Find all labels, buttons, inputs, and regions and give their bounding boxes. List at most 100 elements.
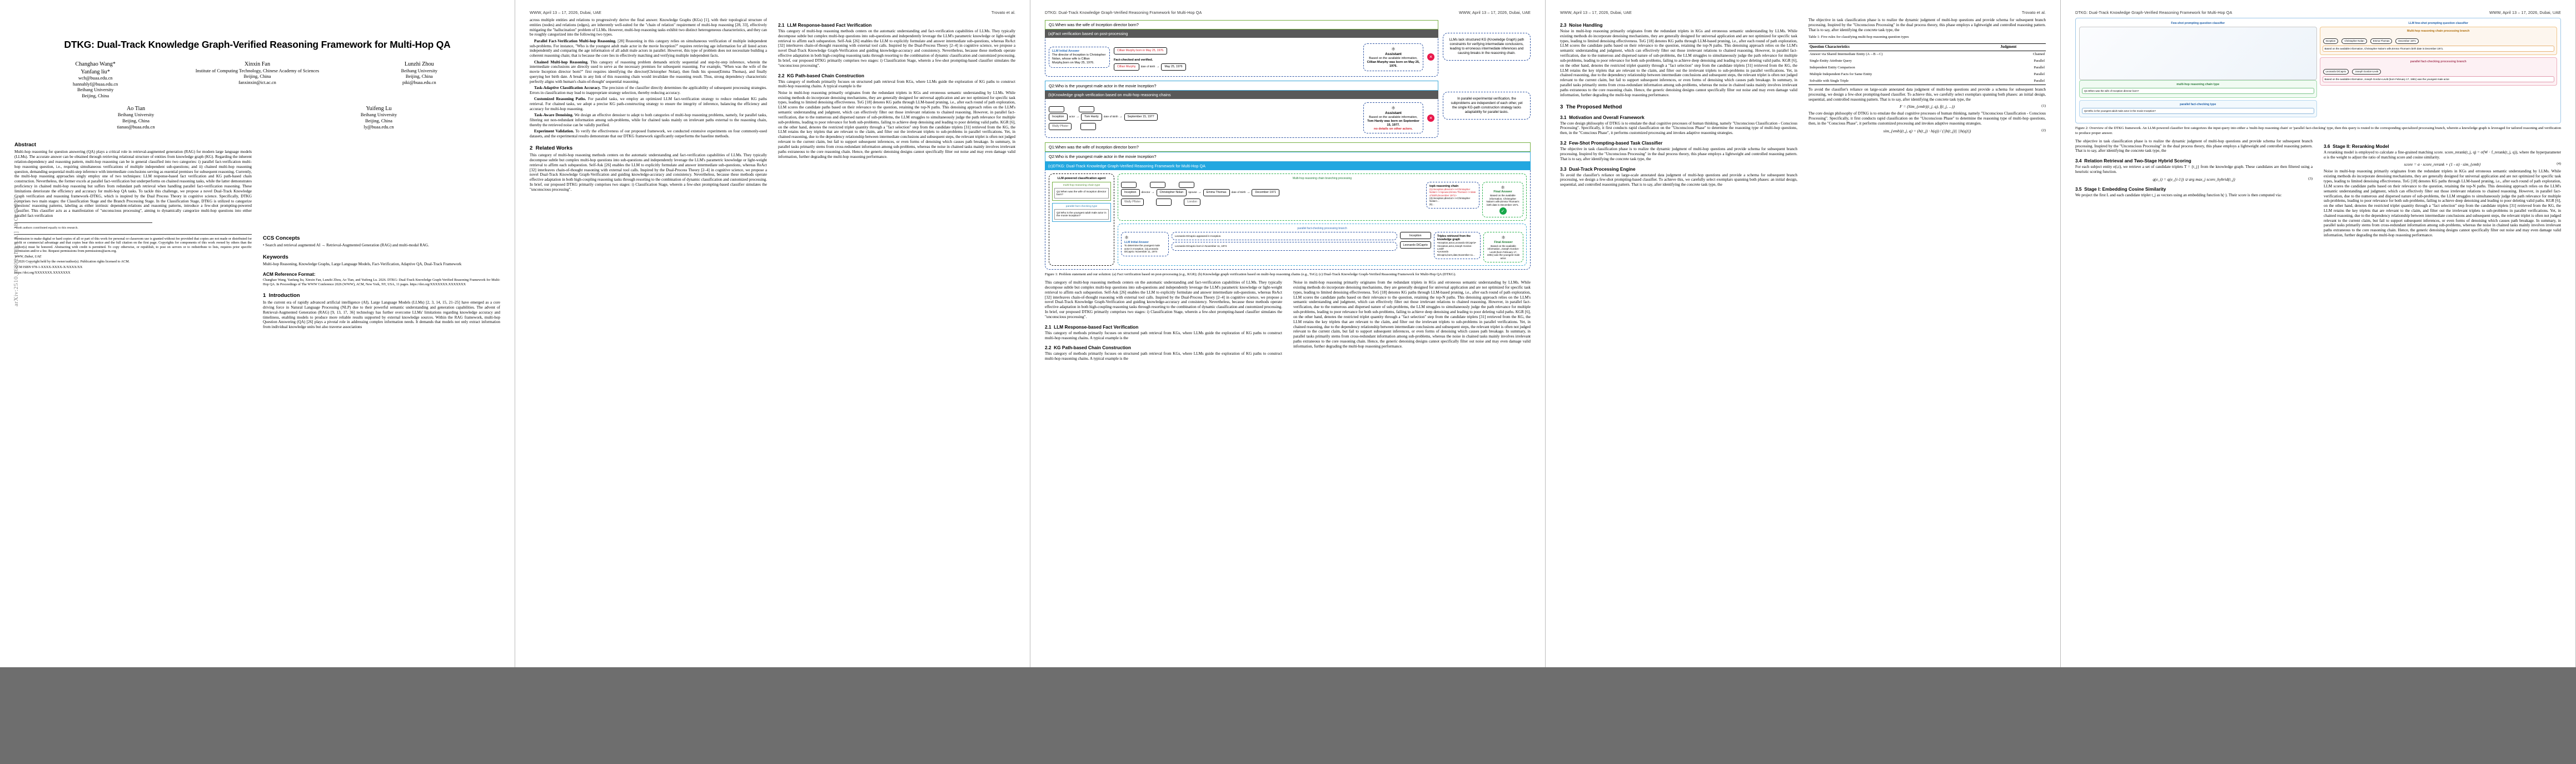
fig1c-final-answer-parallel: ⚛ Final Answer Based on the available in… — [1483, 232, 1523, 262]
footnote-divider — [14, 222, 152, 223]
figure-1-panel-b-title: (b)Knowledge graph verification based on… — [1045, 90, 1438, 99]
figure-2-parallel-nodes: Leonardo DiCaprio Joseph Gordon-Levitt — [2323, 65, 2555, 75]
fig1b-empty-node-2 — [1079, 106, 1094, 112]
p4-noise-title: Noise Handling — [1569, 22, 1603, 28]
table-1: Question Characteristics Judgment Answer… — [1808, 43, 2046, 85]
page-2-right-column: 2.1 LLM Response-based Fact Verification… — [778, 18, 1015, 646]
p4-right-para-2: To avoid the classifier's reliance on la… — [1808, 87, 2046, 102]
related-works-heading: 2 Related Works — [530, 145, 767, 151]
page-1-columns: Abstract Multi-hop reasoning for questio… — [14, 136, 500, 764]
rw-22-heading: 2.2 KG Path-based Chain Construction — [778, 73, 1015, 78]
equation-2-number: (2) — [2041, 128, 2046, 132]
page-4: WWW, April 13 – 17, 2026, Dubai, UAE Tro… — [1546, 0, 2061, 667]
p3-rw-21-text: This category of methods primarily focus… — [1045, 330, 1282, 340]
author-2-affiliation: Institute of Computing Technology, Chine… — [195, 68, 320, 73]
figure-1-panel-c: LLM-powered classification agent multi-h… — [1045, 170, 1531, 270]
table-1-head: Question Characteristics Judgment — [1808, 43, 2046, 51]
table-1-col-judgment: Judgment — [2000, 45, 2017, 49]
author-3: Lunzhi Zhou Beihang University Beijing, … — [339, 61, 499, 100]
fig1a-llm-initial-label: LLM Initial Answer — [1052, 49, 1080, 53]
introduction-heading: 1 Introduction — [263, 292, 500, 299]
p5-36-number: 3.6 — [2324, 143, 2330, 149]
acm-reference-text: Changhao Wang, Yanfang liu, Xinxin Fan, … — [263, 278, 500, 286]
p3-rw-21-title: LLM Response-based Fact Verification — [1054, 324, 1139, 330]
p5-right-para-2: Noise in multi-hop reasoning primarily o… — [2324, 169, 2561, 238]
page-5-header: DTKG: Dual-Track Knowledge Graph-Verifie… — [2075, 10, 2561, 18]
figure-2-sub2: parallel fact-checking type — [2180, 102, 2216, 106]
page-2: WWW, April 13 – 17, 2026, Dubai, UAE Tro… — [515, 0, 1030, 667]
p5-36-title: Stage II: Reranking Model — [2333, 143, 2389, 149]
author-1-email-b: hannahlyf@buaa.edu.cn — [73, 81, 118, 87]
figure-1-caption: Figure 1: Problem statement and our solu… — [1045, 272, 1456, 276]
fig1c-rel-director: director→ — [1141, 191, 1155, 194]
table-1-r2-characteristic: Single-Entity Attribute Query — [1810, 58, 1852, 63]
p5-35-text: We project the first L and each candidat… — [2075, 192, 2282, 197]
p4-32-text: The objective in task classification pha… — [1560, 147, 1797, 161]
fig1c-final-label-2: Final Answer — [1494, 240, 1513, 244]
paper-spread: arXiv:2510.16302v1 [cs.AI] 18 Oct 2025 D… — [0, 0, 2576, 667]
page-4-header-authors: Trovato et al. — [2021, 10, 2046, 15]
fig1c-final-text-2: Based on the available information, Jose… — [1487, 244, 1520, 260]
page-3-header-title: DTKG: Dual-Track Knowledge Graph-Verifie… — [1045, 10, 1202, 15]
fig1b-node-wallypfister: Wally Pfister — [1049, 122, 1072, 130]
table-row: Independent Entity Comparison Parallel — [1808, 65, 2046, 71]
rw-22-text-cont: Noise in multi-hop reasoning primarily o… — [778, 90, 1015, 159]
fig1c-triple-2: •Inception,actor,Joseph Gordon-Levitt• — [1437, 244, 1472, 250]
p2-bullet-3: Task-Adaptive Classification Accuracy. T… — [530, 86, 767, 96]
p3-rw-22-number: 2.2 — [1045, 345, 1052, 351]
fig1a-llm-initial-text: The director of Inception is Christopher… — [1052, 53, 1106, 65]
rw-21-text: This category of multi-hop reasoning met… — [778, 29, 1015, 68]
fig1c-parallel-branch-title: parallel fact-checking processing branch — [1297, 227, 1347, 230]
p5-35-heading: 3.5 Stage I: Embedding Cosine Similarity — [2075, 186, 2313, 192]
fig1a-triple-subject: Cillian Murphy — [1114, 63, 1139, 71]
fig1c-empty-node-4 — [1156, 198, 1172, 206]
p4-32-title: Few-Shot Prompting-based Task Classifier — [1569, 140, 1663, 146]
fig1b-empty-node-3 — [1080, 122, 1097, 130]
figure-2-col-1-title: Few-shot prompting question classifier — [2171, 22, 2225, 25]
page-2-header: WWW, April 13 – 17, 2026, Dubai, UAE Tro… — [530, 10, 1015, 18]
p4-proposed-heading: 3 The Proposed Method — [1560, 104, 1797, 110]
p4-right-para-3: The core design philosophy of DTKG is to… — [1808, 111, 2046, 126]
fig1c-type-chain-box: multi-hop reasoning chain type Q1:When w… — [1052, 181, 1111, 201]
page-1-left-column: Abstract Multi-hop reasoning for questio… — [14, 136, 252, 764]
fig1c-claims: Leonardo DiCaprio appeared in Inception.… — [1172, 232, 1397, 251]
author-1-location: Beijing, China — [82, 93, 109, 99]
fig1c-triple-3: •Leonardo DiCaprio,born,date,November 11… — [1437, 250, 1475, 256]
p3-rw-21-number: 2.1 — [1045, 324, 1052, 330]
fig1c-triple-1: •Inception,actor,Leonardo DiCaprio• — [1437, 241, 1476, 245]
author-1-email-a: wch@buaa.edu.cn — [78, 75, 113, 81]
p4-32-heading: 3.2 Few-Shot Prompting-based Task Classi… — [1560, 140, 1797, 146]
p5-36-text: A reranking model is employed to calcula… — [2324, 150, 2561, 160]
fig1b-graph: Inception actor→ Tom Hardy date of Birth… — [1049, 106, 1359, 130]
fig1c-final-answer-chain: ⚛ Final Answer Based on the available in… — [1482, 181, 1523, 217]
fig1c-entity-leo: Leonardo DiCaprio — [1399, 241, 1431, 249]
author-2-email: fanxinxin@ict.ac.cn — [238, 80, 276, 86]
author-3-affiliation: Beihang University — [401, 68, 437, 73]
p3-rw-22-text: This category of methods primarily focus… — [1045, 351, 1282, 361]
fig1c-node-inception: Inception — [1121, 188, 1140, 196]
author-5: Yuifeng Lu Beihang University Beijing, C… — [298, 105, 459, 131]
fig1c-q1-text: Q1:When was the wife of Inception direct… — [1054, 187, 1109, 199]
equation-3: q(e_i) = q(e_{i-1}) ∪ arg max_j score_hy… — [2075, 177, 2313, 182]
p2-bullet-6: Experiment Validation. To verify the eff… — [530, 129, 767, 139]
openai-logo-icon-c3: ⚛ — [1501, 235, 1506, 240]
fig1c-rel-spouse-label: spouse — [1188, 191, 1197, 194]
fig1a-triple: Cillian Murphy date of Birth→ May 25, 19… — [1114, 63, 1359, 71]
ccs-heading: CCS Concepts — [263, 235, 300, 242]
openai-logo-icon-c1: ⚛ — [1500, 184, 1506, 190]
table-1-r2-judgment: Parallel — [2034, 58, 2045, 63]
figure-2-left-col: multi-hop reasoning chain type Q1:When w… — [2079, 27, 2317, 120]
fig1b-assistant-bubble: ⚛ Assistant Based on the available infor… — [1363, 102, 1423, 134]
figure-1: Q1:When was the wife of Inception direct… — [1045, 20, 1531, 277]
fig1c-type-parallel-box: parallel fact-checking type Q2:Who is th… — [1052, 202, 1111, 222]
author-1-name-a: Changhao Wang* — [75, 61, 116, 68]
related-works-number: 2 — [530, 145, 533, 152]
rw-22-number: 2.2 — [778, 72, 785, 78]
fig1c-chain-upper — [1121, 181, 1423, 188]
p3-right-text: Noise in multi-hop reasoning primarily o… — [1293, 280, 1531, 349]
fig1c-type-parallel-label: parallel fact-checking type — [1065, 205, 1098, 208]
table-1-r4-judgment: Parallel — [2034, 72, 2045, 77]
page-2-left-column: across multiple entities and relations t… — [530, 18, 767, 646]
rw-21-number: 2.1 — [778, 22, 785, 28]
fig1a-claim: Cillian Murphy born in May 25, 1976. — [1114, 47, 1168, 54]
